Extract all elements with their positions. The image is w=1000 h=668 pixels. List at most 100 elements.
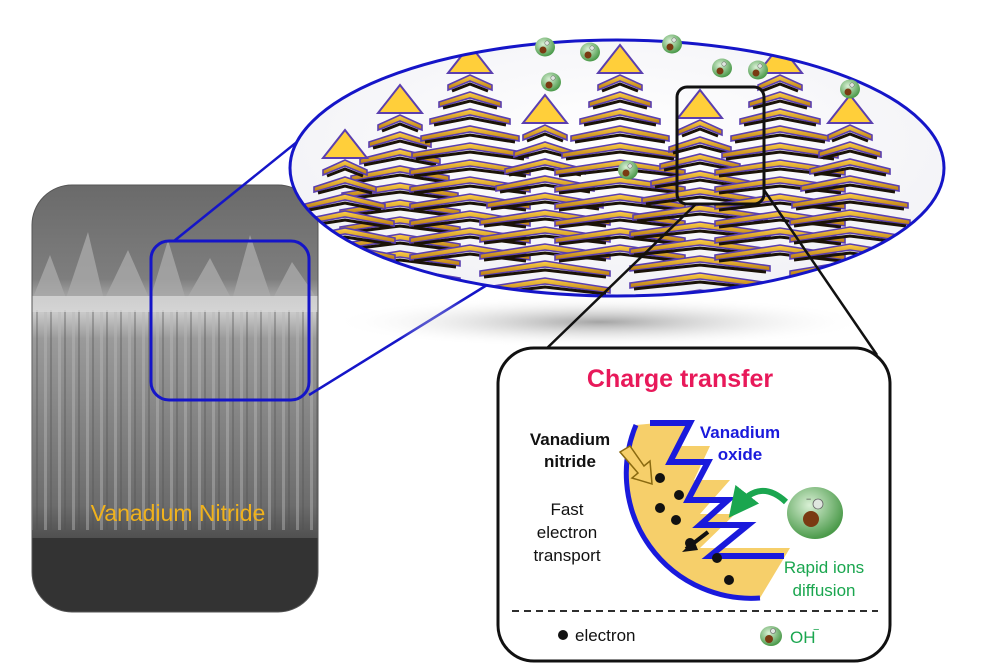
nanotree-layer [368,131,432,149]
oh-ion [618,160,638,180]
nanotree-gap [574,133,666,144]
rapid-label-1: Rapid ions [784,558,864,577]
nanotree-gap [743,116,817,127]
nanotree-layer [791,192,909,209]
electron-dot [724,575,734,585]
nanotree-layer [339,284,461,296]
fast-label-1: Fast [550,500,583,519]
nanotree-layer [789,277,911,294]
electron-dot [671,515,681,525]
oh-ion [541,72,561,92]
transport-arrowhead [682,540,698,552]
charge-transfer-panel: Charge transfer − Vanadium nitride Vanad… [496,346,892,663]
nanotree-gap [343,207,457,218]
nanotree-layer [438,91,502,109]
yellow-arrow-icon [618,444,653,486]
nanotree-gap [734,133,826,144]
sem-zoom-box [149,239,311,402]
nanotree-gap [718,218,842,229]
nanotree-gap [565,150,675,161]
charge-title: Charge transfer [587,365,773,393]
nanotree-gap [526,132,564,143]
fast-label-2: electron [537,523,597,542]
nanotree-gap [558,184,682,195]
electron-dot [655,473,665,483]
nanotree-layer [313,176,377,194]
legend-ion-icon [760,626,782,646]
nanotree-gap [761,82,799,93]
nanotree-layer [479,260,611,277]
nanotree-layer [739,108,821,125]
nanotree-gap [343,224,457,235]
nanotree-layer [377,114,423,132]
nanotree-gap [592,99,648,110]
nanotree-gap [672,144,728,155]
nanotree-gap [725,150,835,161]
nanotree-gap [558,235,682,246]
nanotree-gap [601,82,639,93]
oh-ion [712,58,732,78]
nanotree-gap [718,235,842,246]
nanotree-gap [483,268,607,279]
nanotree-gap [793,217,907,228]
nanotree-gap [372,139,428,150]
vn-label-1: Vanadium [530,430,610,449]
nanotree-gap [363,156,437,167]
oh-ion [662,34,682,54]
nanotree-layer [757,74,803,92]
nanotree-gap [317,184,373,195]
oh-ion [748,60,768,80]
electron-dot [655,503,665,513]
nanotree-layer [818,141,882,159]
nanotree-gap [442,99,498,110]
nanotree-gap [424,133,516,144]
oh-ion [535,37,555,57]
nanotree-layer [827,124,873,142]
vo-label-2: oxide [718,445,762,464]
legend-electron-dot [558,630,568,640]
nanotree-gap [326,167,364,178]
detail-line-left [542,203,697,353]
diffusion-arrow [728,484,789,518]
vo-label-1: Vanadium [700,423,780,442]
rapid-label-2: diffusion [792,581,855,600]
nanotree-gap [831,132,869,143]
nanotree-gap [795,200,905,211]
nanotree-layer [570,125,670,142]
nanotree-layer [409,159,531,176]
electron-dot [674,490,684,500]
nanotree-gap [451,82,489,93]
nanotree-layer [800,175,900,192]
nanotree-gap [752,99,808,110]
nanotree-layer [597,74,643,92]
nanotree-gap [558,201,682,212]
nanotree-gap [558,252,682,263]
floating-ions [535,34,860,180]
nanotree-layer [429,108,511,125]
detail-line-right [762,189,879,356]
fast-label-3: transport [533,546,600,565]
legend-ion-label: OH [790,628,816,647]
nanotree-gap [345,190,455,201]
nanotree-layer [447,74,493,92]
nanotree-layer [748,91,812,109]
nanotree-layer [411,142,529,159]
vn-label-2: nitride [544,452,596,471]
sem-label: Vanadium Nitride [91,500,266,526]
nanotree-gap [433,116,507,127]
vanadium-oxide-layer [650,420,784,559]
nanotree-layer [809,158,891,175]
nanotree-layer [629,255,771,272]
nanotree-layer [730,125,830,142]
legend-electron-label: electron [575,626,635,645]
nanotree-layer [588,91,652,109]
nanotree-gap [681,127,719,138]
nanotree-layer [322,159,368,177]
nanotree-gap [583,116,657,127]
nanotree-gap [793,285,907,296]
oh-ion-icon: − [787,487,843,539]
nanotree-layer [522,124,568,142]
nanotree-gap [415,150,525,161]
oh-ion [840,79,860,99]
